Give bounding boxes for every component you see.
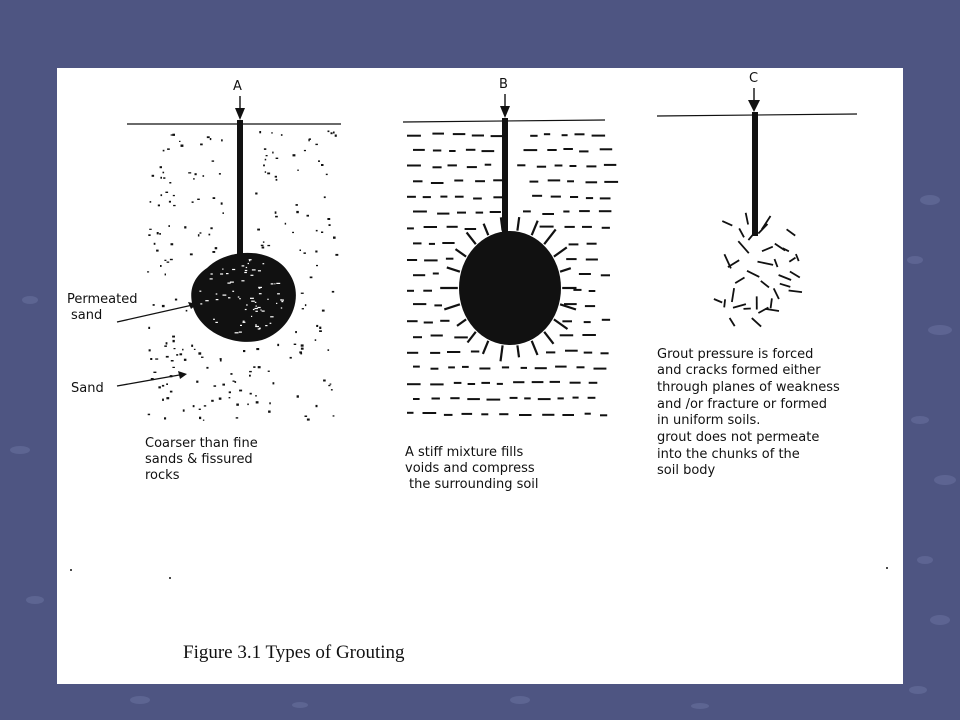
panel-c-desc-8: soil body xyxy=(657,463,716,478)
injection-pipe-b xyxy=(502,118,508,236)
injection-pipe-c xyxy=(752,112,758,236)
panel-a-desc-1: Coarser than fine xyxy=(145,436,258,451)
injection-arrow-b xyxy=(500,106,510,118)
panel-c-desc-6: grout does not permeate xyxy=(657,430,819,445)
panel-b: B A stiff mixture fills voids and compre… xyxy=(402,77,619,492)
panel-a-desc-3: rocks xyxy=(145,468,180,483)
soil-dashes xyxy=(407,132,619,417)
callout-sand-2: Sand xyxy=(71,381,104,396)
panel-b-desc-1: A stiff mixture fills xyxy=(405,445,524,460)
compression-cracks xyxy=(440,216,577,362)
grout-bulb-b xyxy=(459,231,561,345)
panel-c-desc-1: Grout pressure is forced xyxy=(657,347,813,362)
panel-c-desc-4: and /or fracture or formed xyxy=(657,397,827,412)
sand-particles xyxy=(147,130,339,421)
panel-c-label: C xyxy=(749,71,758,86)
permeated-sand-bulb xyxy=(191,252,296,342)
panel-b-label: B xyxy=(499,77,508,92)
figure-caption: Figure 3.1 Types of Grouting xyxy=(183,642,405,663)
panel-a-desc-2: sands & fissured xyxy=(145,452,253,467)
panel-c-desc-7: into the chunks of the xyxy=(657,447,800,462)
panel-c-desc-2: and cracks formed either xyxy=(657,363,821,378)
panel-c-desc-5: in uniform soils. xyxy=(657,413,760,428)
panel-c: C Grout pressure is forced and cracks fo… xyxy=(656,71,858,478)
fracture-cracks xyxy=(713,212,803,328)
panel-a-label: A xyxy=(233,79,242,94)
panel-b-desc-3: the surrounding soil xyxy=(409,477,539,492)
grouting-figure: A Permeated sand Sand Coarser than fine … xyxy=(57,68,903,684)
panel-c-desc-3: through planes of weakness xyxy=(657,380,840,395)
panel-b-desc-2: voids and compress xyxy=(405,461,535,476)
injection-arrow-a xyxy=(235,108,245,120)
injection-pipe-a xyxy=(237,120,243,260)
injection-arrow-c xyxy=(748,100,760,112)
bulb-texture xyxy=(199,259,284,334)
grouting-diagram: A Permeated sand Sand Coarser than fine … xyxy=(67,71,888,663)
panel-a: A Permeated sand Sand Coarser than fine … xyxy=(67,79,341,483)
callout-sand-1: sand xyxy=(71,308,102,323)
callout-permeated: Permeated xyxy=(67,292,137,307)
